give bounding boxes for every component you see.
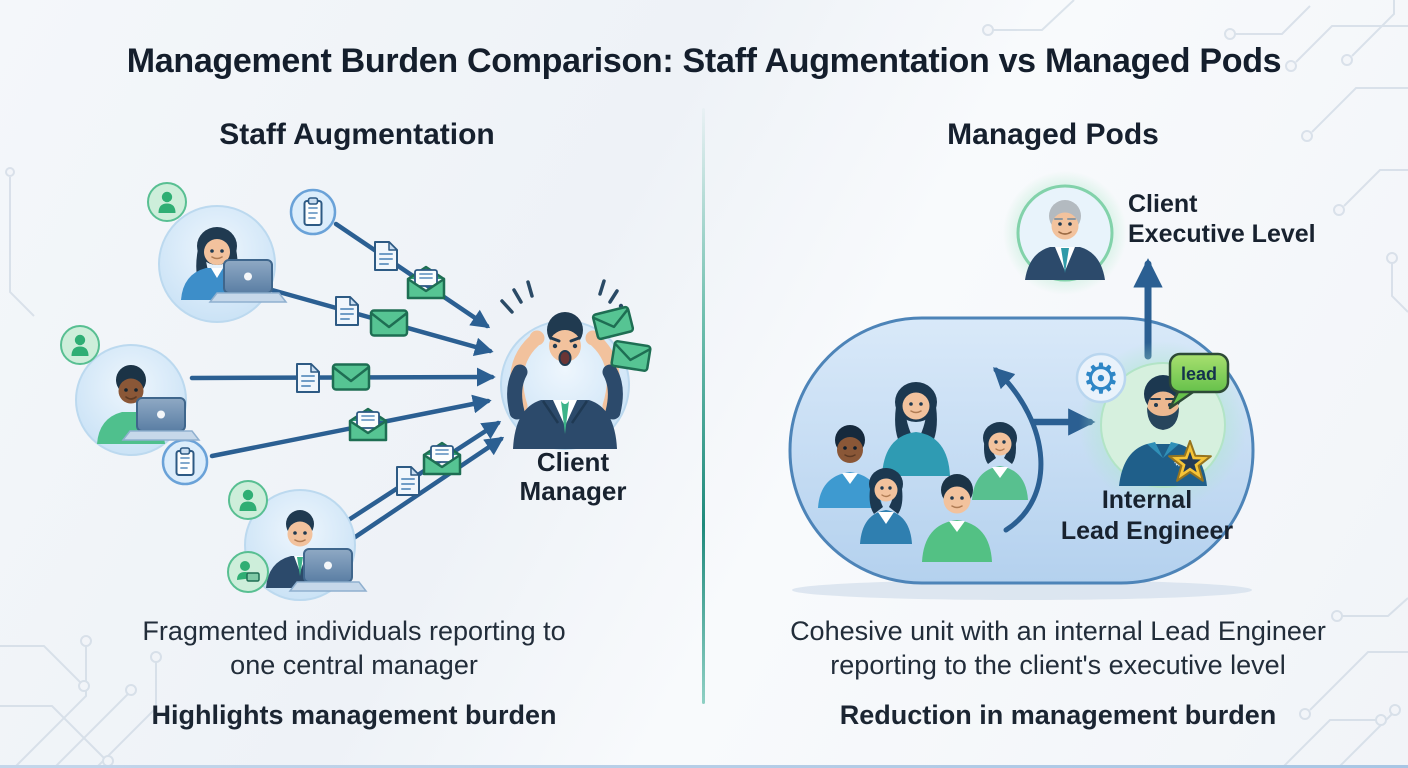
internal-lead-label-line2: Lead Engineer (1060, 517, 1234, 545)
member-badge-icon (228, 480, 268, 520)
pod-shadow (792, 580, 1252, 600)
clipboard-icon (161, 438, 209, 486)
client-manager-label-line1: Client (536, 447, 610, 477)
internal-lead-label-line1: Internal (1101, 486, 1193, 514)
panel-divider (702, 108, 705, 704)
client-manager-label: Client Manager (473, 448, 673, 506)
team-member (972, 422, 1028, 500)
right-panel-caption: Cohesive unit with an internal Lead Engi… (738, 614, 1378, 682)
envelope-icon (331, 363, 371, 391)
client-executive-label-line2: Executive Level (1128, 220, 1316, 248)
envelope-icon (610, 339, 652, 373)
envelope-icon (369, 309, 409, 337)
envelope-icon (591, 305, 635, 341)
document-icon (335, 296, 359, 326)
gear-icon: ⚙ (1082, 355, 1120, 402)
star-icon (1168, 440, 1212, 482)
internal-lead-engineer-label: Internal Lead Engineer (1026, 485, 1268, 547)
document-icon (374, 241, 398, 271)
left-panel-caption: Fragmented individuals reporting to one … (58, 614, 650, 682)
clipboard-icon (289, 188, 337, 236)
page-title: Management Burden Comparison: Staff Augm… (126, 42, 1282, 80)
managed-pods-diagram: ⚙ ⚙ lead (788, 171, 1255, 600)
client-executive-label: Client Executive Level (1128, 189, 1316, 249)
right-caption-line1: Cohesive unit with an internal Lead Engi… (790, 616, 1326, 646)
right-caption-line2: reporting to the client's executive leve… (830, 650, 1286, 680)
left-caption-line2: one central manager (230, 650, 478, 680)
client-executive-label-line1: Client (1128, 190, 1198, 218)
team-member (860, 468, 912, 544)
member-laptop-badge-icon (227, 551, 269, 593)
left-caption-line1: Fragmented individuals reporting to (142, 616, 566, 646)
stress-marks (500, 279, 619, 314)
left-panel-caption-emphasis: Highlights management burden (151, 700, 557, 730)
staff-augmentation-diagram (60, 182, 652, 601)
envelope-open-icon (348, 407, 388, 442)
client-executive-avatar (1003, 171, 1127, 295)
contractor-woman-illustration (158, 205, 287, 323)
team-member (818, 425, 882, 508)
lead-badge-label: lead (1181, 364, 1217, 384)
document-icon (296, 363, 320, 393)
pod-team-illustration (818, 382, 1028, 562)
member-badge-icon (147, 182, 187, 222)
team-member (882, 382, 950, 476)
bottom-accent-line (0, 765, 1408, 768)
left-panel-header: Staff Augmentation (219, 118, 495, 151)
contractor-suit-illustration (244, 489, 367, 601)
right-panel-header: Managed Pods (947, 118, 1159, 151)
client-manager-label-line2: Manager (519, 476, 627, 506)
document-icon (396, 466, 420, 496)
team-member (922, 474, 992, 562)
right-panel-caption-emphasis: Reduction in management burden (839, 700, 1277, 730)
team-cycle-arrow (992, 367, 1044, 533)
envelope-open-icon (422, 441, 462, 476)
member-badge-icon (60, 325, 100, 365)
envelope-open-icon (406, 265, 446, 300)
stressed-client-manager-illustration (500, 279, 652, 450)
contractor-man-illustration (75, 344, 200, 456)
gear-badge: ⚙ (1075, 352, 1127, 404)
lead-speech-bubble: lead (1168, 352, 1230, 410)
